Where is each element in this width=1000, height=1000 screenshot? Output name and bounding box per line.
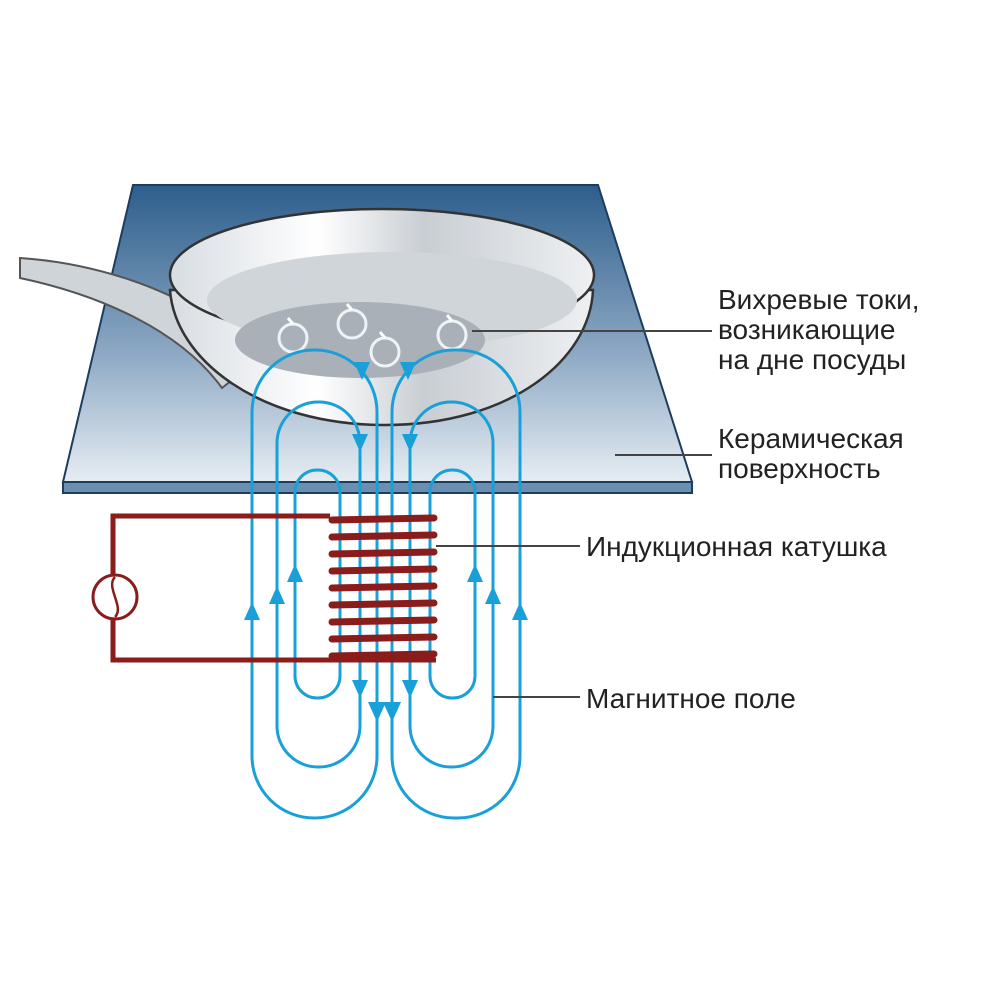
arrow-up-icon [287,564,303,582]
arrow-up-icon [269,586,285,604]
label-line: поверхность [718,453,881,484]
field-loop [293,468,342,700]
circuit [91,513,436,663]
arrow-down-icon [352,434,368,452]
arrow-up-icon [485,586,501,604]
field-arrows [244,362,528,722]
arrow-up-icon [244,602,260,620]
magnetic-field-label: Магнитное поле [586,683,796,714]
arrow-up-icon [467,564,483,582]
arrow-down-icon [352,680,368,698]
leader-lines [436,330,712,698]
ceramic-surface-label: Керамическая поверхность [718,424,904,484]
eddy-currents-label: Вихревые токи, возникающие на дне посуды [718,285,920,375]
label-line: Керамическая [718,423,904,454]
eddy-currents [277,303,468,368]
induction-coil-label: Индукционная катушка [586,531,887,562]
arrow-up-icon [512,602,528,620]
arrow-down-icon [402,680,418,698]
ac-source-icon [91,573,139,621]
arrow-down-icon [354,362,370,380]
induction-coil [328,514,438,660]
label-line: Вихревые токи, [718,284,920,315]
arrow-down-icon [383,702,401,722]
label-line: возникающие [718,314,896,345]
label-line: на дне посуды [718,344,907,375]
arrow-down-icon [368,702,386,722]
arrow-down-icon [402,434,418,452]
arrow-down-icon [400,362,416,380]
